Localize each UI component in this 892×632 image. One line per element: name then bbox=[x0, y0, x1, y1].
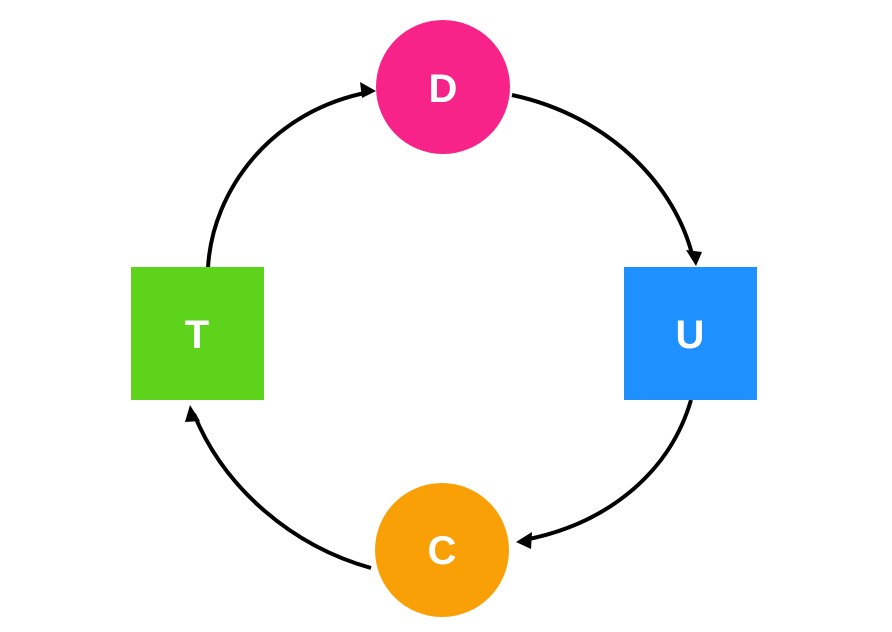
edge-u-to-c bbox=[516, 399, 693, 549]
node-u-shape[interactable] bbox=[624, 267, 757, 400]
node-t-label: T bbox=[185, 313, 209, 357]
node-c-shape[interactable] bbox=[375, 483, 509, 617]
arrowhead-t-to-d bbox=[360, 82, 376, 98]
node-u-label: U bbox=[676, 313, 705, 357]
edge-path-t-to-d bbox=[206, 90, 371, 269]
nodes-group: D U C T bbox=[131, 20, 757, 617]
edge-path-d-to-u bbox=[511, 93, 695, 259]
node-d-shape[interactable] bbox=[376, 20, 510, 154]
edge-t-to-d bbox=[206, 82, 376, 269]
arrowhead-d-to-u bbox=[686, 250, 702, 266]
edge-d-to-u bbox=[511, 93, 702, 266]
node-t[interactable]: T bbox=[131, 267, 264, 400]
arrowhead-u-to-c bbox=[516, 532, 532, 549]
node-c[interactable]: C bbox=[375, 483, 509, 617]
edge-c-to-t bbox=[185, 405, 372, 570]
edge-path-c-to-t bbox=[192, 413, 372, 570]
edges-group bbox=[185, 82, 702, 570]
arrowhead-c-to-t bbox=[185, 405, 200, 422]
node-u[interactable]: U bbox=[624, 267, 757, 400]
node-d-label: D bbox=[429, 67, 458, 111]
edge-path-u-to-c bbox=[523, 399, 693, 542]
node-c-label: C bbox=[428, 529, 457, 573]
node-t-shape[interactable] bbox=[131, 267, 264, 400]
node-d[interactable]: D bbox=[376, 20, 510, 154]
